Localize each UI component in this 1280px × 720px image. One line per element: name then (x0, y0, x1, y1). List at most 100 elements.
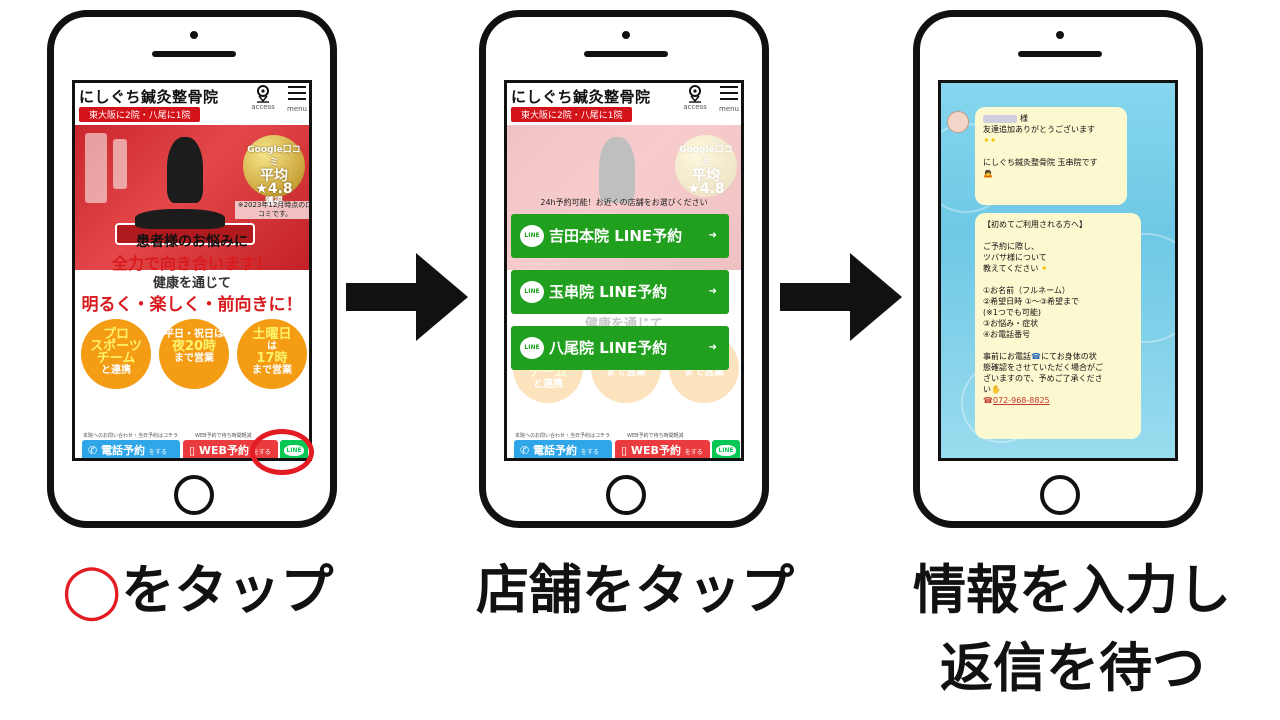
redacted-name (983, 114, 1017, 123)
tel-caption: 本院へのお問い合わせ・当日予約はコチラ (83, 433, 179, 439)
web-caption: WEB予約で待ち時間軽減 (627, 433, 684, 439)
chat-message-instructions: 【初めてご利用される方へ】 ご予約に際し、 ツバサ様について 教えてください ✦… (975, 213, 1141, 439)
web-reserve-label: WEB予約 (630, 444, 681, 457)
hands-icon: ✋ (991, 385, 1001, 394)
hero-image: Google口コミ 平均★4.8 獲得 ※2023年12月時点の口コミです。 (75, 125, 309, 270)
line-chat-screen: 様 友達追加ありがとうございます ✦✦ にしぐち鍼灸整骨院 玉串院です 🙇 【初… (938, 80, 1178, 461)
circle-text: まで営業 (174, 353, 214, 364)
line-icon: LINE (520, 281, 544, 303)
headline-4: 明るく・楽しく・前向きに！ (81, 295, 303, 315)
web-caption: WEB予約で待ち時間軽減 (195, 433, 252, 439)
chat-text: 事前にお電話 (983, 352, 1031, 361)
map-pin-icon (689, 85, 701, 103)
line-reserve-label: 八尾院 LINE予約 (549, 339, 668, 357)
phone-frame-step3: 様 友達追加ありがとうございます ✦✦ にしぐち鍼灸整骨院 玉串院です 🙇 【初… (913, 10, 1203, 528)
circle-text: スポーツ (90, 339, 142, 354)
hamburger-icon (288, 86, 306, 100)
speaker (1018, 51, 1102, 57)
speaker (152, 51, 236, 57)
phone-frame-step2: にしぐち鍼灸整骨院 東大阪に2院・八尾に1院 access menu Googl… (479, 10, 769, 528)
chat-text: ざいますので、予めご了承くださ (983, 374, 1103, 383)
home-button[interactable] (606, 475, 646, 515)
chat-text: (※1つでも可能) (983, 308, 1042, 317)
chat-text: 友達追加ありがとうございます (983, 125, 1095, 134)
line-icon: LINE (520, 225, 544, 247)
store-select-prompt: 24h予約可能！お近くの店舗をお選びください (540, 198, 708, 207)
web-reserve-button[interactable]: ▯ WEB予約 をする (615, 440, 710, 458)
tel-caption: 本院へのお問い合わせ・当日予約はコチラ (515, 433, 611, 439)
circle-text: チーム (96, 351, 136, 366)
bottom-action-bar: 本院へのお問い合わせ・当日予約はコチラ WEB予約で待ち時間軽減 ✆ 電話予約 … (507, 433, 741, 458)
chat-text: 様 (1020, 114, 1028, 123)
line-icon: LINE (716, 445, 736, 456)
telephone-icon: ☎ (983, 396, 993, 405)
chat-text: ②希望日時 ①〜③希望まで (983, 297, 1080, 306)
bow-icon: 🙇 (983, 169, 993, 178)
arrow-right-icon (780, 253, 902, 341)
circle-text: と連携 (101, 365, 131, 376)
step1-caption: ◯をタップ (62, 548, 333, 624)
badge-rating: 平均★4.8 (255, 168, 293, 197)
sparkle-icon: ✦ (1040, 264, 1048, 273)
home-button[interactable] (174, 475, 214, 515)
menu-button[interactable]: menu (283, 85, 309, 113)
circle-text: 平日・祝日は (164, 329, 224, 340)
line-button[interactable]: LINE (712, 440, 740, 458)
chat-text: ③お悩み・症状 (983, 319, 1039, 328)
menu-label: menu (719, 105, 739, 113)
line-reserve-yoshida-button[interactable]: LINE 吉田本院 LINE予約 ➜ (511, 214, 729, 258)
google-review-badge: Google口コミ 平均★4.8 獲得 (243, 135, 305, 207)
chat-message-welcome: 様 友達追加ありがとうございます ✦✦ にしぐち鍼灸整骨院 玉串院です 🙇 (975, 107, 1127, 205)
chat-text: 教えてください (983, 264, 1039, 273)
circle-text: プロ (102, 327, 129, 342)
line-reserve-yao-button[interactable]: LINE 八尾院 LINE予約 ➜ (511, 326, 729, 370)
avatar[interactable] (947, 111, 969, 133)
phone-screen-step2: にしぐち鍼灸整骨院 東大阪に2院・八尾に1院 access menu Googl… (504, 80, 744, 461)
menu-label: menu (287, 105, 307, 113)
feature-circle-weekday: 平日・祝日は 夜20時 まで営業 (159, 319, 229, 389)
site-header: にしぐち鍼灸整骨院 東大阪に2院・八尾に1院 access menu (75, 83, 309, 123)
chat-text: い (983, 385, 991, 394)
phone-reserve-sub: をする (148, 449, 167, 456)
hamburger-icon (720, 86, 738, 100)
circle-text: は (267, 341, 277, 352)
line-reserve-tamakushi-button[interactable]: LINE 玉串院 LINE予約 ➜ (511, 270, 729, 314)
headline-2: 全力で向き合います！ (111, 254, 272, 273)
headline-3: 健康を通じて (152, 276, 231, 291)
home-button[interactable] (1040, 475, 1080, 515)
access-label: access (683, 103, 707, 111)
headline-1: 患者様のお悩みに (136, 234, 248, 250)
access-label: access (251, 103, 275, 111)
line-reserve-label: 吉田本院 LINE予約 (549, 227, 683, 245)
line-reserve-label: 玉串院 LINE予約 (549, 283, 668, 301)
step3-caption-line2: 返信を待つ (940, 638, 1205, 699)
menu-button[interactable]: menu (715, 85, 741, 113)
access-button[interactable]: access (675, 85, 715, 111)
chat-text: ④お電話番号 (983, 330, 1031, 339)
phone-reserve-button[interactable]: ✆ 電話予約 をする (514, 440, 612, 458)
phone-frame-step1: にしぐち鍼灸整骨院 東大阪に2院・八尾に1院 access menu Googl… (47, 10, 337, 528)
phone-number-link[interactable]: 072-968-8825 (992, 396, 1050, 405)
feature-circle-saturday: 土曜日 は 17時 まで営業 (237, 319, 307, 389)
location-ribbon: 東大阪に2院・八尾に1院 (511, 107, 633, 122)
smartphone-icon: ▯ (621, 444, 628, 457)
step2-caption: 店舗をタップ (476, 560, 794, 621)
location-ribbon: 東大阪に2院・八尾に1院 (79, 107, 201, 122)
line-icon: LINE (520, 337, 544, 359)
phone-reserve-button[interactable]: ✆ 電話予約 をする (82, 440, 180, 458)
badge-line: Google口コミ (247, 145, 301, 168)
access-button[interactable]: access (243, 85, 283, 111)
speaker (584, 51, 668, 57)
phone-icon: ✆ (88, 444, 98, 457)
web-reserve-label: WEB予約 (198, 444, 249, 457)
circle-text: 17時 (256, 351, 288, 366)
site-logo[interactable]: にしぐち鍼灸整骨院 (79, 88, 219, 106)
feature-circle-sports: プロ スポーツ チーム と連携 (81, 319, 151, 389)
phone-reserve-label: 電話予約 (533, 444, 578, 457)
phone-reserve-sub: をする (580, 449, 599, 456)
web-reserve-sub: をする (684, 449, 703, 456)
chat-text: ご予約に際し、 (983, 242, 1039, 251)
circle-text: 夜20時 (171, 339, 217, 354)
camera (190, 31, 198, 39)
site-logo[interactable]: にしぐち鍼灸整骨院 (511, 88, 651, 106)
